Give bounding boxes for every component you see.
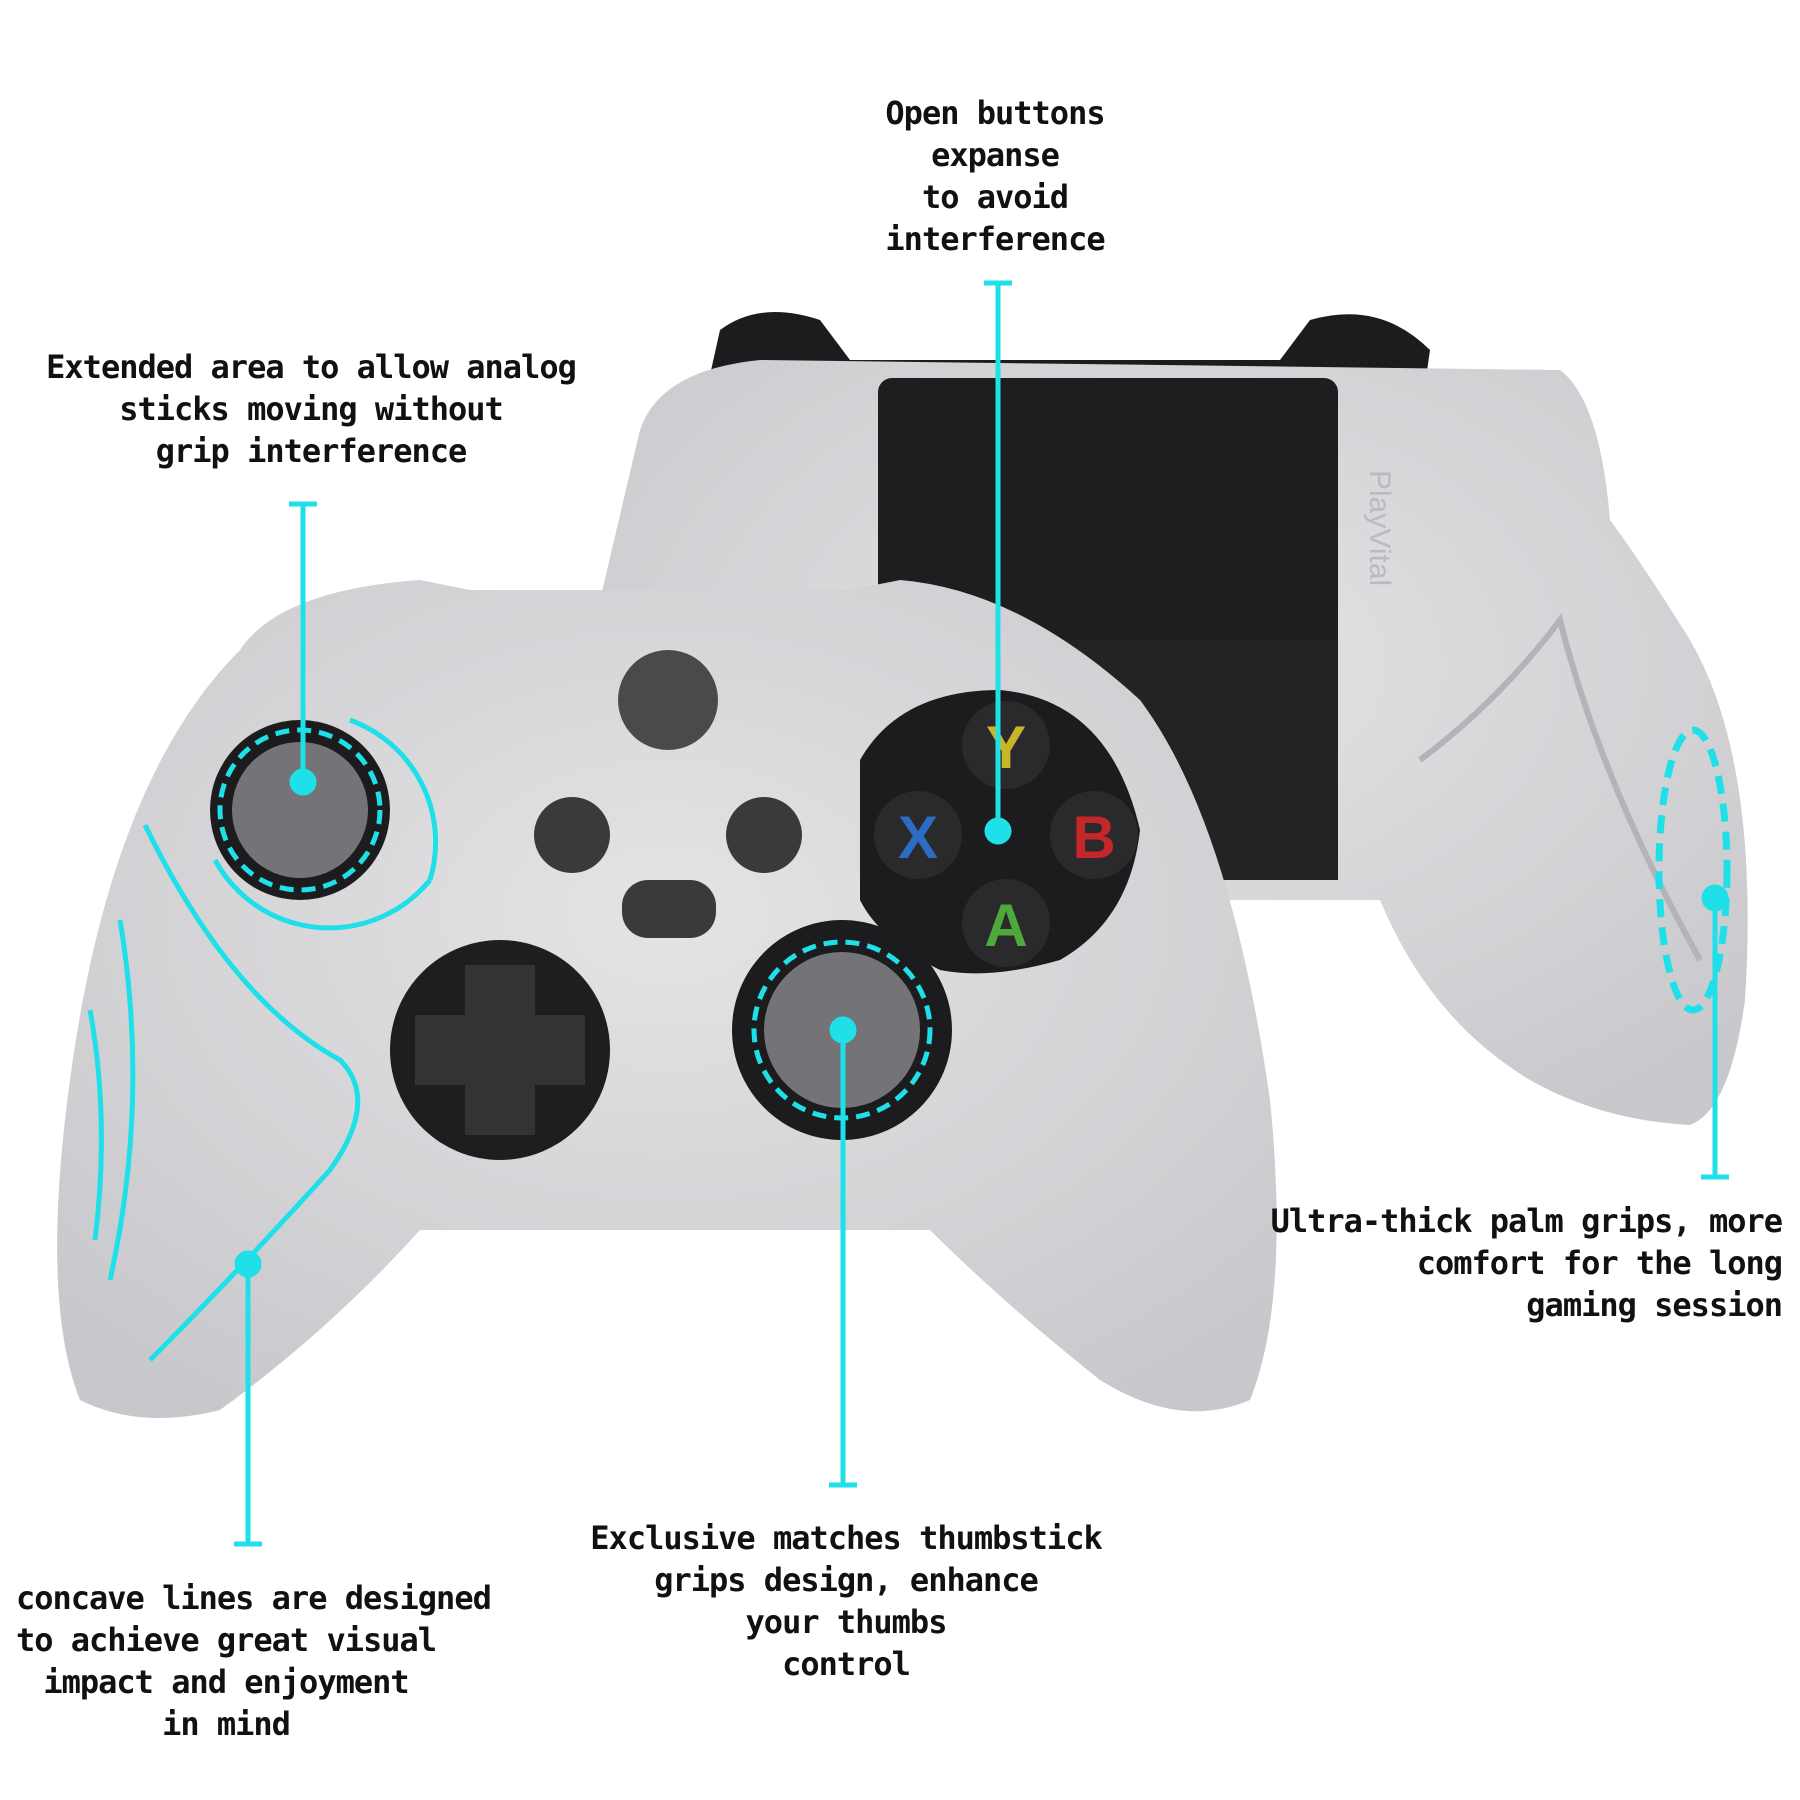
a-button[interactable]: A: [984, 892, 1027, 959]
callout-palm-grips: Ultra-thick palm grips, more comfort for…: [1270, 1202, 1783, 1324]
share-button: [622, 880, 716, 938]
xbox-button: [618, 650, 718, 750]
battery-cover: [878, 378, 1338, 670]
callout-pointers: [234, 280, 1729, 1547]
menu-button: [726, 797, 802, 873]
callout-concave-lines: 3D concave lines are designed to achieve…: [15, 1579, 492, 1743]
front-controller: Y X B A: [57, 580, 1277, 1418]
callout-buttons-expanse: Open buttons expanse to avoid interferen…: [885, 94, 1105, 258]
dpad: [415, 965, 585, 1135]
view-button: [534, 797, 610, 873]
brand-watermark: PlayVital: [1363, 470, 1396, 586]
callout-thumbstick-grips: Exclusive matches thumbstick grips desig…: [590, 1519, 1102, 1683]
callout-analog-area: Extended area to allow analog sticks mov…: [46, 348, 577, 470]
concave-line: [142, 823, 361, 1362]
left-thumbstick: [232, 742, 368, 878]
y-button[interactable]: Y: [986, 714, 1026, 781]
x-button[interactable]: X: [898, 804, 938, 871]
b-button[interactable]: B: [1072, 804, 1115, 871]
palm-grip-highlight: [1655, 726, 1731, 1014]
